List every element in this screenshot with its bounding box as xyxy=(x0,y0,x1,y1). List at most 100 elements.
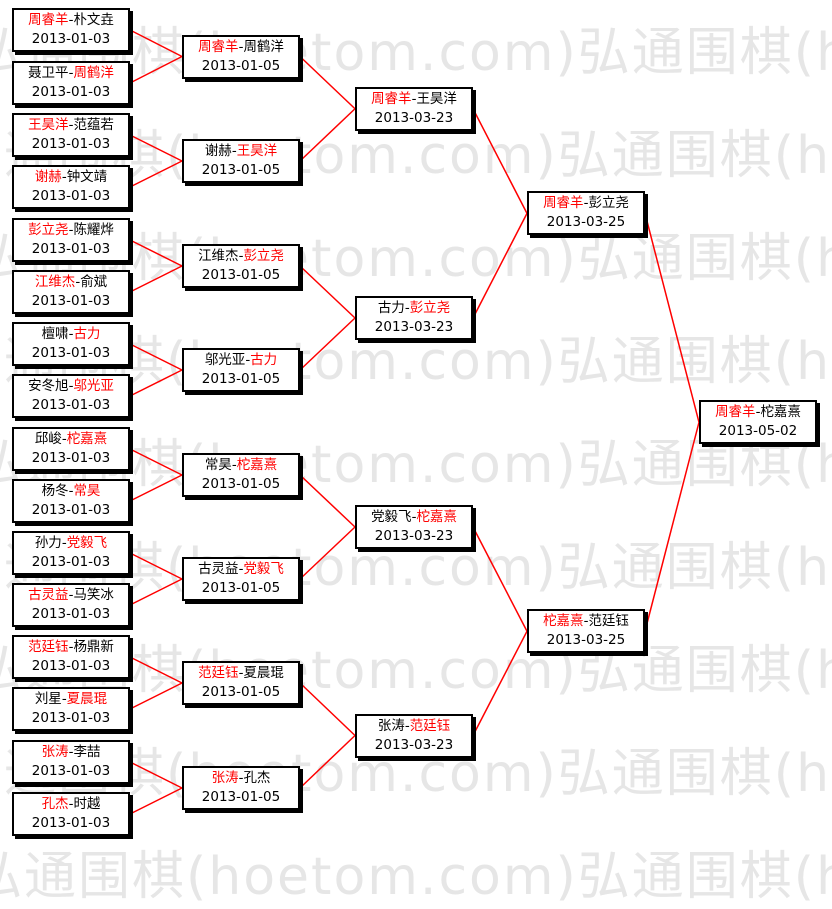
player-1-name: 聂卫平 xyxy=(28,65,69,81)
player-1-name: 张涛 xyxy=(377,717,405,734)
match-players: 谢赫-钟文靖 xyxy=(35,168,107,187)
player-2-name: 时越 xyxy=(73,796,101,812)
bracket-connectors xyxy=(129,29,700,815)
connector-line xyxy=(299,734,356,789)
connector-line xyxy=(129,474,183,502)
player-1-name: 安冬旭 xyxy=(28,378,69,394)
match-date: 2013-01-05 xyxy=(201,580,281,596)
player-2-name: 彭立尧 xyxy=(588,195,629,212)
connector-line xyxy=(129,656,183,684)
connector-line xyxy=(129,160,183,188)
player-2-name: 王昊洋 xyxy=(416,90,457,107)
match-date: 2013-01-05 xyxy=(201,162,281,178)
player-1-name: 周睿羊 xyxy=(715,404,756,421)
player-1-name: 江维杰 xyxy=(34,274,76,290)
player-1-name: 谢赫 xyxy=(34,169,62,185)
player-2-name: 柁嘉熹 xyxy=(66,431,108,447)
vs-separator: - xyxy=(61,169,67,185)
vs-separator: - xyxy=(68,12,74,28)
connector-line xyxy=(129,265,183,293)
match-date: 2013-01-03 xyxy=(31,136,111,152)
match-date: 2013-03-23 xyxy=(374,319,454,335)
player-2-name: 党毅飞 xyxy=(243,561,284,577)
vs-separator: - xyxy=(68,587,74,603)
match-players: 柁嘉熹-范廷钰 xyxy=(543,612,629,631)
match-players: 杨冬-常昊 xyxy=(42,482,101,501)
match-box: 孔杰-时越 2013-01-03 xyxy=(12,792,130,836)
player-2-name: 古力 xyxy=(73,326,101,342)
vs-separator: - xyxy=(238,248,244,264)
match-date: 2013-01-03 xyxy=(31,658,111,674)
vs-separator: - xyxy=(411,509,417,525)
match-date: 2013-01-03 xyxy=(31,815,111,831)
match-players: 周睿羊-彭立尧 xyxy=(543,194,629,213)
player-1-name: 张涛 xyxy=(211,770,239,786)
player-1-name: 古力 xyxy=(377,300,405,316)
vs-separator: - xyxy=(68,796,74,812)
match-players: 周睿羊-朴文垚 xyxy=(28,11,114,30)
player-2-name: 邬光亚 xyxy=(73,378,114,394)
match-date: 2013-03-25 xyxy=(546,632,626,649)
match-date: 2013-01-05 xyxy=(201,684,281,700)
connector-line xyxy=(129,134,183,162)
match-players: 张涛-孔杰 xyxy=(212,769,271,788)
player-1-name: 周睿羊 xyxy=(543,195,584,212)
player-1-name: 檀啸 xyxy=(41,326,69,342)
match-date: 2013-01-05 xyxy=(201,267,281,283)
player-2-name: 夏晨琨 xyxy=(66,691,108,707)
connector-line xyxy=(299,55,356,110)
player-1-name: 孔杰 xyxy=(41,796,69,812)
connector-line xyxy=(299,526,356,580)
match-players: 邬光亚-古力 xyxy=(205,351,277,370)
connector-line xyxy=(472,630,528,736)
match-players: 张涛-李喆 xyxy=(42,743,101,762)
match-date: 2013-01-03 xyxy=(31,31,111,47)
vs-separator: - xyxy=(404,300,410,316)
match-date: 2013-01-03 xyxy=(31,84,111,100)
vs-separator: - xyxy=(68,117,74,133)
vs-separator: - xyxy=(404,717,410,734)
player-1-name: 杨冬 xyxy=(41,483,69,499)
match-players: 范廷钰-杨鼎新 xyxy=(28,638,114,657)
connector-line xyxy=(299,474,356,528)
connector-line xyxy=(644,422,700,632)
player-2-name: 柁嘉熹 xyxy=(760,404,801,421)
connector-line xyxy=(472,526,528,632)
player-2-name: 孔杰 xyxy=(243,770,271,786)
match-date: 2013-01-03 xyxy=(31,554,111,570)
match-players: 谢赫-王昊洋 xyxy=(205,142,277,161)
match-players: 范廷钰-夏晨琨 xyxy=(198,664,284,683)
match-date: 2013-01-03 xyxy=(31,450,111,466)
player-1-name: 党毅飞 xyxy=(371,509,412,525)
player-2-name: 彭立尧 xyxy=(243,248,284,264)
player-2-name: 彭立尧 xyxy=(409,300,451,316)
player-2-name: 夏晨琨 xyxy=(243,665,284,681)
match-players: 孙力-党毅飞 xyxy=(35,534,107,553)
player-2-name: 党毅飞 xyxy=(66,535,108,551)
player-1-name: 周睿羊 xyxy=(371,90,412,107)
player-2-name: 钟文靖 xyxy=(66,169,108,185)
match-players: 刘星-夏晨琨 xyxy=(35,690,107,709)
vs-separator: - xyxy=(238,561,244,577)
vs-separator: - xyxy=(68,744,74,760)
connector-line xyxy=(299,317,356,371)
player-2-name: 柁嘉熹 xyxy=(416,509,457,525)
match-date: 2013-01-03 xyxy=(31,763,111,779)
vs-separator: - xyxy=(61,691,67,707)
player-1-name: 邬光亚 xyxy=(204,352,246,368)
player-1-name: 范廷钰 xyxy=(198,665,239,681)
